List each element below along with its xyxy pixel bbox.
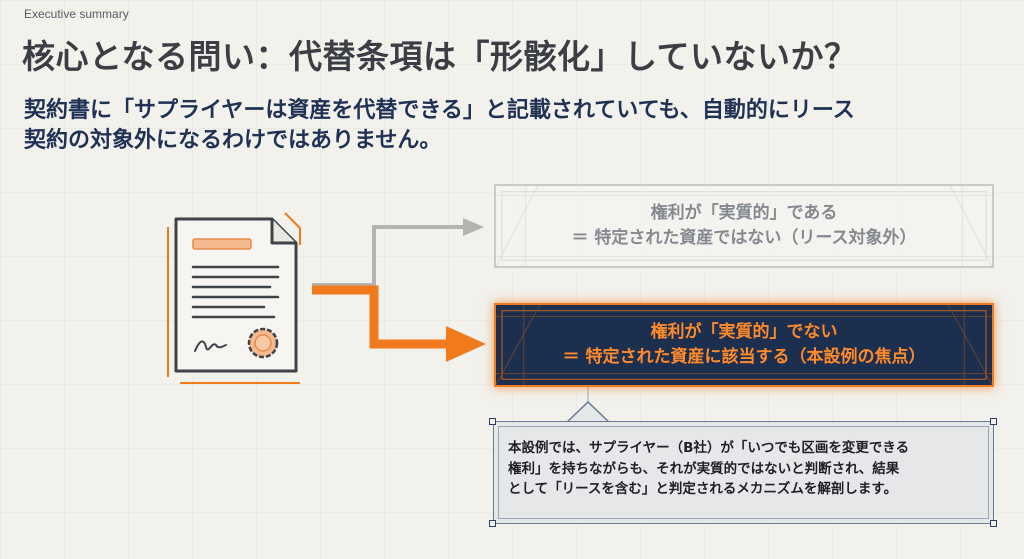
subtitle-line-1: 契約書に「サプライヤーは資産を代替できる」と記載されていても、自動的にリース <box>24 98 855 123</box>
section-label: Executive summary <box>24 7 129 21</box>
resize-handle-top-right <box>990 418 997 425</box>
outcome-highlight-line-1: 権利が「実質的」でない <box>650 322 838 342</box>
callout-line-3: として「リースを含む」と判定されるメカニズムを解剖します。 <box>508 481 898 497</box>
subtitle: 契約書に「サプライヤーは資産を代替できる」と記載されていても、自動的にリース 契… <box>24 96 1014 156</box>
outcome-not-identified-asset: 権利が「実質的」である ＝ 特定された資産ではない（リース対象外） <box>494 184 994 268</box>
subtitle-line-2: 契約の対象外になるわけではありません。 <box>24 128 442 153</box>
arrow-right-icon <box>463 218 484 236</box>
resize-handle-top-left <box>489 418 496 425</box>
contract-document-icon <box>167 212 301 384</box>
outcome-gray-line-1: 権利が「実質的」である <box>650 203 838 223</box>
explanation-callout: 本設例では、サプライヤー（B社）が「いつでも区画を変更できる 権利」を持ちながら… <box>493 421 994 524</box>
callout-line-1: 本設例では、サプライヤー（B社）が「いつでも区画を変更できる <box>508 440 910 456</box>
signature-icon <box>194 340 227 352</box>
outcome-highlight-line-2: ＝ 特定された資産に該当する（本設例の焦点） <box>562 347 926 367</box>
callout-line-2: 権利」を持ちながらも、それが実質的ではないと判断され、結果 <box>508 460 900 477</box>
outcome-identified-asset: 権利が「実質的」でない ＝ 特定された資産に該当する（本設例の焦点） <box>494 303 994 387</box>
resize-handle-bottom-right <box>990 520 997 527</box>
outcome-gray-line-2: ＝ 特定された資産ではない（リース対象外） <box>571 228 917 248</box>
page-title: 核心となる問い：代替条項は「形骸化」していないか？ <box>22 37 858 76</box>
arrow-right-icon <box>446 326 486 362</box>
callout-pointer <box>566 401 610 423</box>
seal-icon <box>247 327 279 359</box>
resize-handle-bottom-left <box>489 520 496 527</box>
